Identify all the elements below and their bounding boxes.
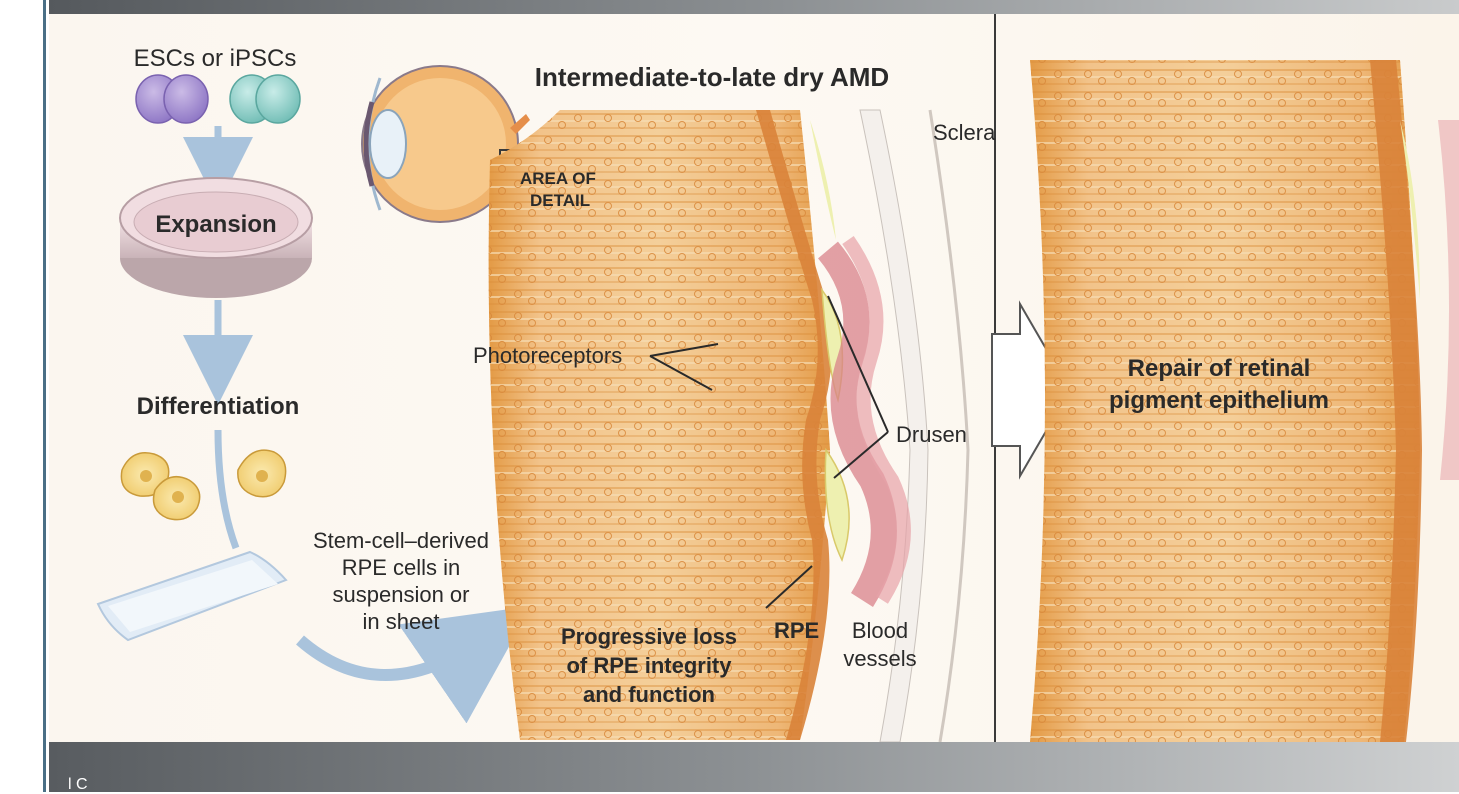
label-rpe: RPE bbox=[774, 618, 819, 643]
label-progressive-loss-3: and function bbox=[583, 682, 715, 707]
label-stem-cell-line-1: Stem-cell–derived bbox=[313, 528, 489, 553]
label-area-of-detail-1: AREA OF bbox=[520, 169, 596, 188]
label-differentiation: Differentiation bbox=[137, 393, 300, 420]
petri-dish bbox=[120, 178, 312, 298]
label-expansion: Expansion bbox=[155, 211, 276, 238]
label-drusen: Drusen bbox=[896, 422, 967, 447]
label-stem-cell-line-4: in sheet bbox=[362, 609, 439, 634]
label-sclera: Sclera bbox=[933, 120, 996, 145]
label-repair-2: pigment epithelium bbox=[1109, 387, 1329, 414]
label-sources: ESCs or iPSCs bbox=[134, 45, 297, 72]
label-stem-cell-line-3: suspension or bbox=[333, 582, 470, 607]
label-progressive-loss-1: Progressive loss bbox=[561, 624, 737, 649]
label-stem-cell-line-2: RPE cells in bbox=[342, 555, 461, 580]
bottom-bar-text: l C bbox=[68, 776, 88, 794]
label-photoreceptors: Photoreceptors bbox=[473, 343, 622, 368]
bottom-bar bbox=[49, 742, 1459, 792]
label-blood-vessels-1: Blood bbox=[852, 618, 908, 643]
label-blood-vessels-2: vessels bbox=[843, 646, 916, 671]
label-area-of-detail-2: DETAIL bbox=[530, 191, 590, 210]
label-repair-1: Repair of retinal bbox=[1128, 355, 1311, 382]
figure-title: Intermediate-to-late dry AMD bbox=[535, 62, 889, 92]
label-progressive-loss-2: of RPE integrity bbox=[566, 653, 732, 678]
